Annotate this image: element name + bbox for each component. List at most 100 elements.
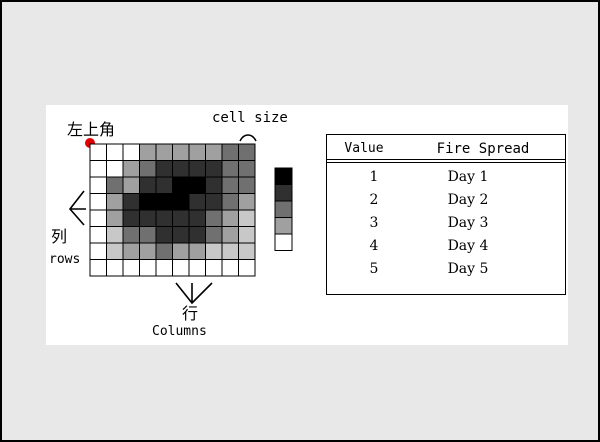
grid-cell [188, 259, 206, 277]
row-value: 3 [369, 215, 379, 231]
corner-label: 左上角 [67, 120, 115, 139]
scale-swatch [274, 167, 293, 185]
grid-cell [139, 226, 157, 244]
grid-cell [205, 242, 223, 260]
table-row: 4 Day 4 [327, 235, 565, 258]
grid-cell [139, 143, 157, 161]
grid-cell [106, 176, 124, 194]
grid-cell [221, 209, 239, 227]
grid-cell [155, 209, 173, 227]
grid-cell [221, 259, 239, 277]
grid-cell [221, 226, 239, 244]
grid-cell [205, 176, 223, 194]
grid-cell [106, 209, 124, 227]
row-value: 1 [369, 169, 379, 185]
grid-cell [238, 160, 256, 178]
grid-cell [172, 176, 190, 194]
grid-cell [172, 226, 190, 244]
grid-cell [139, 193, 157, 211]
grid-cell [106, 242, 124, 260]
grid-cell [155, 176, 173, 194]
grid-cell [89, 193, 107, 211]
grid-cell [139, 242, 157, 260]
figure-panel: 左上角 cell size 列 rows 行 Columns Value Fir… [46, 105, 568, 345]
grid-cell [205, 193, 223, 211]
table-row: 2 Day 2 [327, 189, 565, 212]
grid-cell [238, 242, 256, 260]
grid-cell [89, 176, 107, 194]
rows-arrow-icon [68, 190, 86, 226]
row-fire-spread: Day 1 [447, 169, 489, 185]
grid-cell [122, 160, 140, 178]
grid-cell [172, 193, 190, 211]
grid-cell [89, 160, 107, 178]
grid-cell [238, 259, 256, 277]
grid-cell [155, 160, 173, 178]
grid-cell [188, 242, 206, 260]
grid-cell [172, 242, 190, 260]
grid-cell [188, 176, 206, 194]
grid-cell [188, 143, 206, 161]
value-scale-bar [274, 167, 293, 251]
grid-cell [221, 193, 239, 211]
grid-cell [106, 226, 124, 244]
header-value: Value [344, 141, 384, 156]
row-fire-spread: Day 2 [447, 192, 489, 208]
header-fire-spread: Fire Spread [436, 141, 530, 157]
grid-cell [122, 193, 140, 211]
rows-label-en: rows [49, 252, 80, 267]
raster-grid [89, 143, 256, 277]
grid-cell [221, 176, 239, 194]
grid-cell [155, 259, 173, 277]
grid-cell [122, 259, 140, 277]
grid-cell [238, 193, 256, 211]
table-row: 3 Day 3 [327, 212, 565, 235]
grid-cell [89, 259, 107, 277]
scale-swatch [274, 184, 293, 202]
grid-cell [139, 176, 157, 194]
row-fire-spread: Day 3 [447, 215, 489, 231]
row-value: 2 [369, 192, 379, 208]
columns-label-en: Columns [152, 324, 207, 339]
grid-cell [238, 176, 256, 194]
grid-cell [89, 226, 107, 244]
grid-cell [221, 143, 239, 161]
row-value: 4 [369, 238, 379, 254]
grid-cell [205, 209, 223, 227]
table-row: 1 Day 1 [327, 166, 565, 189]
grid-cell [139, 160, 157, 178]
grid-cell [155, 193, 173, 211]
cell-size-label: cell size [212, 110, 288, 126]
grid-cell [139, 209, 157, 227]
grid-cell [106, 193, 124, 211]
scale-swatch [274, 200, 293, 218]
grid-cell [205, 259, 223, 277]
row-value: 5 [369, 261, 379, 277]
grid-cell [155, 226, 173, 244]
grid-cell [188, 209, 206, 227]
grid-cell [172, 209, 190, 227]
table-header: Value Fire Spread [327, 135, 565, 163]
grid-cell [205, 226, 223, 244]
grid-cell [122, 242, 140, 260]
table-body: 1 Day 1 2 Day 2 3 Day 3 4 Day 4 5 Day 5 [327, 163, 565, 281]
grid-cell [89, 143, 107, 161]
grid-cell [221, 160, 239, 178]
grid-cell [238, 143, 256, 161]
grid-cell [89, 242, 107, 260]
row-fire-spread: Day 5 [447, 261, 489, 277]
scale-swatch [274, 217, 293, 235]
rows-label-cn: 列 [51, 227, 67, 246]
row-fire-spread: Day 4 [447, 238, 489, 254]
grid-cell [172, 160, 190, 178]
scale-swatch [274, 233, 293, 251]
grid-cell [238, 226, 256, 244]
grid-cell [122, 143, 140, 161]
grid-cell [139, 259, 157, 277]
grid-cell [205, 160, 223, 178]
cell-size-brace [239, 134, 257, 142]
grid-cell [106, 143, 124, 161]
grid-cell [172, 259, 190, 277]
